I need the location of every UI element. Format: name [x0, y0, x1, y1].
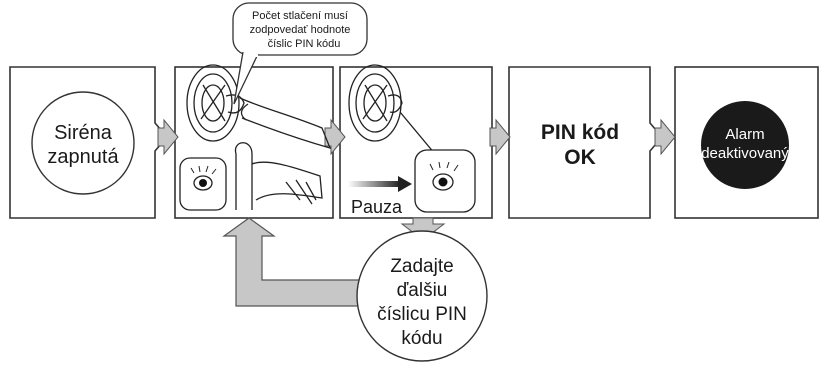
pause-arrow-icon: [348, 176, 412, 192]
alarm-deactivated-line-1: Alarm: [725, 126, 764, 143]
pin-ok-line-2: OK: [564, 146, 596, 169]
next-digit-line-1: Zadajte: [390, 256, 453, 277]
pin-ok-line-1: PIN kód: [541, 121, 619, 144]
callout-line-2: zodpovedať hodnote: [250, 24, 351, 36]
pause-label: Pauza: [351, 197, 403, 217]
next-digit-line-3: číslicu PIN: [377, 304, 467, 325]
next-digit-line-2: ďalšiu: [397, 280, 448, 301]
siren-on-circle: [31, 91, 135, 195]
button-eye-icon: [179, 157, 227, 211]
next-digit-circle: [356, 230, 488, 362]
button-eye-icon-2: [414, 149, 476, 213]
alarm-deactivated-line-2: deaktivovaný: [701, 145, 789, 162]
siren-on-line-2: zapnutá: [47, 146, 119, 168]
callout-line-1: Počet stlačení musí: [252, 10, 348, 22]
flow-arrow-icon: [157, 118, 676, 156]
siren-press-illustration: [186, 64, 332, 210]
callout-line-3: číslic PIN kódu: [268, 38, 341, 50]
siren-on-line-1: Siréna: [54, 122, 113, 144]
loop-back-arrow-icon: [222, 217, 361, 307]
next-digit-line-4: kódu: [401, 328, 442, 349]
alarm-deactivated-circle: [701, 101, 789, 189]
pin-count-callout: Počet stlačení musí zodpovedať hodnote č…: [232, 2, 368, 105]
